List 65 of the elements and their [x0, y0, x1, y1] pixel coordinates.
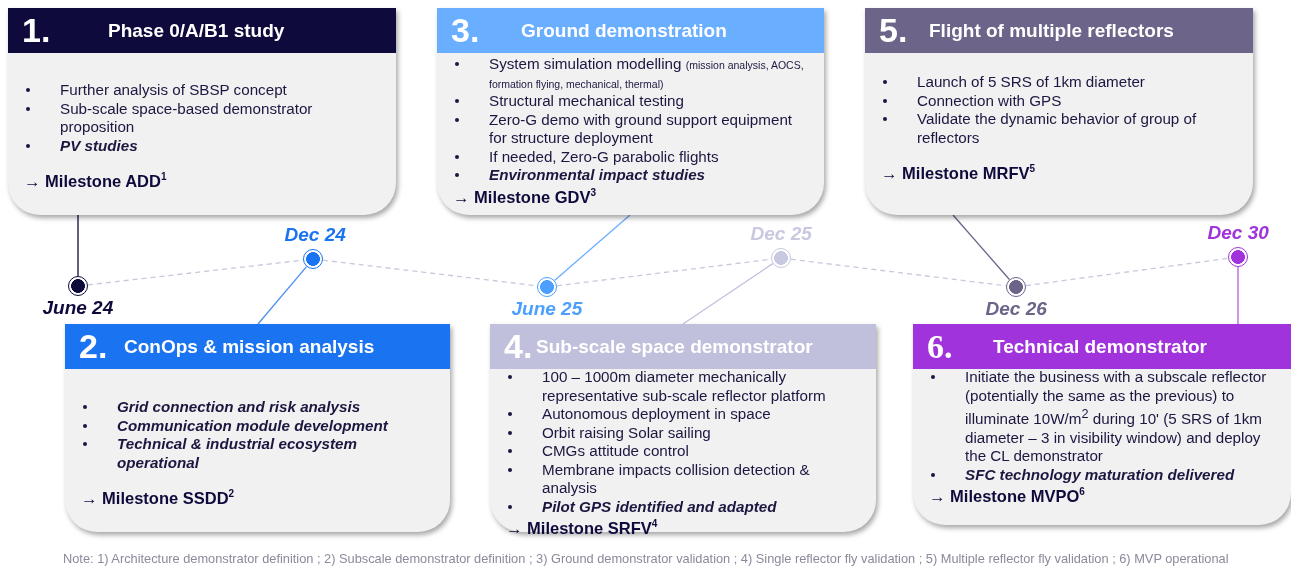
milestone-card — [490, 324, 876, 532]
bullet-text: Zero-G demo with ground support equipment for structure deployment — [489, 110, 794, 148]
card-title: Phase 0/A/B1 study — [108, 19, 285, 43]
step-number: 5. — [879, 10, 908, 51]
timeline-line — [1025, 257, 1229, 287]
timeline-dot — [537, 277, 557, 297]
bullet-text: Connection with GPS — [917, 91, 1063, 110]
date-label: Dec 30 — [1207, 222, 1269, 244]
connector-line — [1237, 266, 1239, 325]
card-title: Technical demonstrator — [993, 335, 1207, 359]
timeline-dot — [771, 248, 791, 268]
bullet-text: Environmental impact studies — [489, 166, 707, 185]
footnote: Note: 1) Architecture demonstrator definition ; 2) Subscale demonstrator definition ; 3) Ground demonstrator validation ; 4) Single reflector fly validation ; 5) Multiple reflector fly validation ; 6) MVP operational — [63, 551, 1230, 566]
bullet-text: CMGs attitude control — [542, 442, 690, 461]
step-number: 6. — [927, 327, 953, 367]
card-title: Sub-scale space demonstrator — [536, 335, 813, 359]
milestone-text: → Milestone GDV$^{3}$ — [453, 186, 597, 206]
connector-line — [77, 214, 79, 277]
bullet-text: Communication module development — [117, 416, 390, 435]
step-number: 2. — [79, 326, 108, 367]
timeline-dot — [68, 276, 88, 296]
bullet-text: Membrane impacts collision detection & analysis — [542, 460, 811, 498]
milestone-text: → Milestone SSDD$^{2}$ — [81, 488, 235, 508]
bullet-text: Initiate the business with a subscale reflector (potentially the same as the previous) to illuminate 10W/m$^{2}$ during 10' (5 SRS of 1km diameter – 3 in visibility window) and deploy the CL demonstrator — [965, 368, 1268, 466]
date-label: Dec 26 — [985, 298, 1047, 320]
bullet-text: PV studies — [60, 136, 139, 155]
step-number: 1. — [22, 10, 51, 51]
date-label: June 25 — [511, 298, 583, 320]
connector-line — [682, 262, 774, 325]
card-title: Flight of multiple reflectors — [929, 19, 1174, 43]
milestone-text: → Milestone MRFV$^{5}$ — [881, 163, 1036, 183]
bullet-text: Validate the dynamic behavior of group of reflectors — [917, 110, 1198, 147]
step-number: 3. — [451, 10, 480, 51]
bullet-text: SFC technology maturation delivered — [965, 465, 1236, 485]
bullet-text: Pilot GPS identified and adapted — [542, 497, 778, 516]
timeline-dot — [1006, 277, 1026, 297]
bullet-text: Further analysis of SBSP concept — [60, 81, 288, 100]
connector-line — [952, 214, 1011, 281]
connector-line — [257, 266, 308, 325]
date-label: June 24 — [42, 297, 114, 319]
card-title: Ground demonstration — [521, 19, 727, 43]
milestone-text: → Milestone SRFV$^{4}$ — [506, 518, 658, 538]
bullet-text: Orbit raising Solar sailing — [542, 423, 712, 442]
milestone-text: → Milestone MVPO$^{6}$ — [929, 486, 1085, 506]
bullet-text: Sub-scale space-based demonstrator proposition — [60, 99, 314, 137]
bullet-text: Structural mechanical testing — [489, 92, 685, 111]
bullet-text: Technical & industrial ecosystem operational — [117, 435, 358, 472]
milestone-text: → Milestone ADD$^{1}$ — [24, 171, 167, 191]
step-number: 4. — [504, 326, 533, 367]
date-label: Dec 24 — [284, 224, 346, 246]
bullet-text: If needed, Zero-G parabolic flights — [489, 147, 720, 166]
timeline-dot — [303, 249, 323, 269]
bullet-text: System simulation modelling (mission analysis, AOCS, formation flying, mechanical, thermal) — [489, 55, 805, 92]
bullet-text: Grid connection and risk analysis — [117, 398, 362, 417]
bullet-text: Launch of 5 SRS of 1km diameter — [917, 73, 1146, 92]
bullet-text: Autonomous deployment in space — [542, 405, 772, 424]
milestone-card — [437, 8, 824, 215]
milestone-card — [65, 324, 450, 532]
milestone-card — [865, 8, 1253, 215]
milestone-card — [913, 324, 1291, 525]
milestone-card — [8, 8, 396, 215]
timeline-dot — [1228, 247, 1248, 267]
bullet-text: 100 – 1000m diameter mechanically representative sub-scale reflector platform — [542, 368, 827, 405]
card-title: ConOps & mission analysis — [124, 335, 375, 359]
connector-line — [553, 214, 631, 282]
